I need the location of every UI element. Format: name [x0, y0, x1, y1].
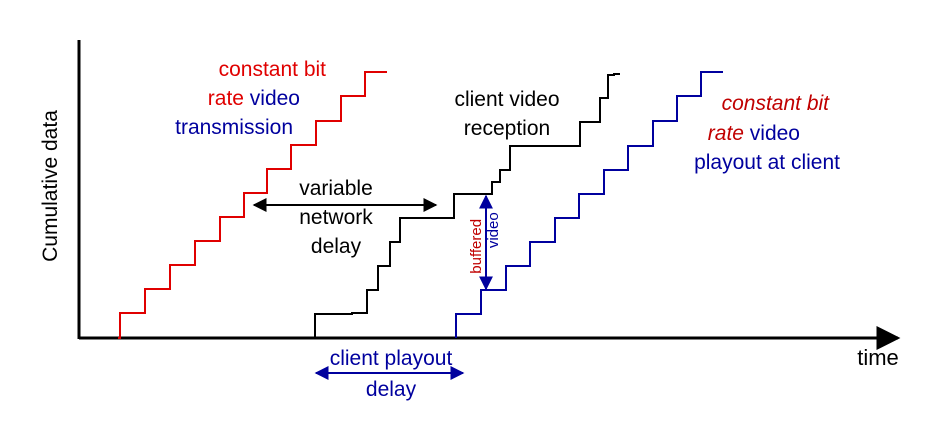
transmission-video-word: video — [244, 87, 300, 110]
transmission-label-line3: transmission — [175, 116, 293, 139]
buffered-video-word: video — [485, 212, 502, 252]
buffered-video-label: buffered video — [468, 212, 502, 273]
playout-curve — [455, 71, 723, 338]
buffered-word: buffered — [468, 219, 485, 274]
transmission-label-line1: constant bit — [219, 58, 327, 81]
reception-label: client video reception — [454, 88, 559, 140]
playout-delay-label: client playout delay — [330, 347, 453, 401]
reception-label-line1: client video — [454, 88, 559, 111]
playout-label-line1: constant bit — [722, 92, 831, 115]
transmission-rate-word: rate — [208, 87, 244, 110]
transmission-label-line2: rate video — [208, 87, 300, 110]
playout-delay-line2: delay — [366, 378, 417, 401]
network-delay-line1: variable — [299, 177, 373, 200]
playout-video-word: video — [744, 122, 800, 145]
reception-curve — [314, 73, 620, 338]
x-axis-label: time — [857, 345, 899, 370]
playout-delay-line1: client playout — [330, 347, 453, 370]
transmission-label: constant bit rate video transmission — [175, 58, 326, 139]
network-delay-label: variable network delay — [299, 177, 373, 258]
playout-label-line3: playout at client — [694, 151, 840, 174]
network-delay-line2: network — [299, 206, 373, 229]
playout-label-line2: rate video — [708, 122, 800, 145]
network-delay-line3: delay — [311, 235, 362, 258]
transmission-curve — [118, 71, 387, 339]
playout-label: constant bit rate video playout at clien… — [694, 92, 840, 174]
reception-label-line2: reception — [464, 117, 550, 140]
y-axis-label: Cumulative data — [39, 110, 62, 262]
playout-rate-word: rate — [708, 122, 744, 145]
